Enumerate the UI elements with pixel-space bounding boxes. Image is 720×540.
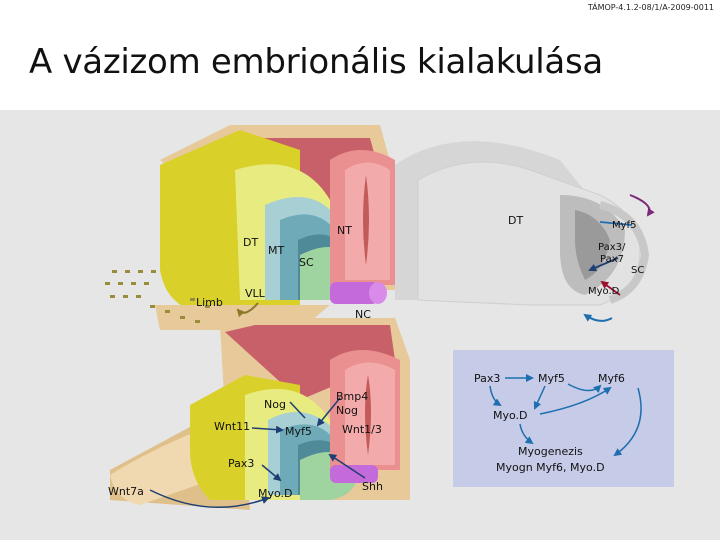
- label-dt-right: DT: [508, 214, 523, 227]
- myf5-myod-arrow: [533, 385, 546, 410]
- label-sc-right: SC: [631, 265, 644, 276]
- label-bmp4: Bmp4: [336, 390, 368, 403]
- label-pax3-bottom: Pax3: [228, 457, 254, 470]
- label-nc: NC: [355, 308, 371, 321]
- pax3-arrow: [261, 464, 282, 482]
- label-dt: DT: [243, 236, 258, 249]
- myf5-myf6-arrow: [567, 383, 602, 394]
- label-wnt7a: Wnt7a: [108, 485, 144, 498]
- net-myf6: Myf6: [598, 372, 625, 385]
- label-limb: Limb: [196, 296, 223, 309]
- wnt7a-arrow: [149, 489, 270, 509]
- label-pax37b: Pax7: [600, 254, 624, 265]
- pax3-myod-arrow: [489, 385, 502, 407]
- bottom-embryo-section: Nog Wnt11 Myf5 Bmp4 Nog Wnt1/3 Pax3 Wnt7…: [108, 318, 410, 510]
- label-myod-bottom: Myo.D: [258, 487, 293, 500]
- label-mt: MT: [268, 244, 284, 257]
- net-myogenezis: Myogenezis: [518, 445, 583, 458]
- bmp4-arrow: [316, 397, 341, 427]
- myod-line: [600, 280, 621, 296]
- label-sc: SC: [299, 256, 314, 269]
- myod-myf6-arrow: [539, 386, 612, 415]
- myf6-myogenezis-arrow: [613, 387, 642, 457]
- regulatory-network: Pax3 Myf5 Myf6 Myo.D Myogenezis Myogn My…: [453, 350, 674, 487]
- label-myf5-right: Myf5: [612, 220, 636, 231]
- header-code: TÁMOP-4.1.2-08/1/A-2009-0011: [587, 3, 714, 12]
- label-nt: NT: [337, 224, 352, 237]
- myf5-curved-arrow: [629, 194, 655, 217]
- page-title: A vázizom embrionális kialakulása: [29, 42, 603, 82]
- network-box: [453, 350, 674, 487]
- label-wnt11: Wnt11: [214, 420, 250, 433]
- wnt11-arrow: [251, 425, 284, 434]
- label-myf5-bottom: Myf5: [285, 425, 312, 438]
- label-shh: Shh: [362, 480, 383, 493]
- pax-arrow: [588, 257, 619, 272]
- label-myod-right: Myo.D: [588, 286, 620, 297]
- label-nog2: Nog: [336, 404, 358, 417]
- shh-arrow: [328, 453, 366, 479]
- label-nog: Nog: [264, 398, 286, 411]
- myod-myogenezis-arrow: [519, 423, 534, 445]
- label-pax37: Pax3/: [598, 242, 626, 253]
- net-myod: Myo.D: [493, 409, 528, 422]
- net-myf5: Myf5: [538, 372, 565, 385]
- label-wnt13: Wnt1/3: [342, 423, 382, 436]
- myf5-line: [599, 221, 633, 226]
- nog-arrow: [289, 401, 306, 419]
- dermomyotome-model: DT Myf5 Pax3/ Pax7 SC Myo.D: [417, 161, 655, 322]
- net-myogn: Myogn Myf6, Myo.D: [496, 461, 605, 474]
- migration-arrow: [236, 302, 259, 318]
- net-pax3: Pax3: [474, 372, 500, 385]
- label-vll: VLL: [245, 287, 266, 300]
- myod-curved-arrow: [583, 313, 613, 322]
